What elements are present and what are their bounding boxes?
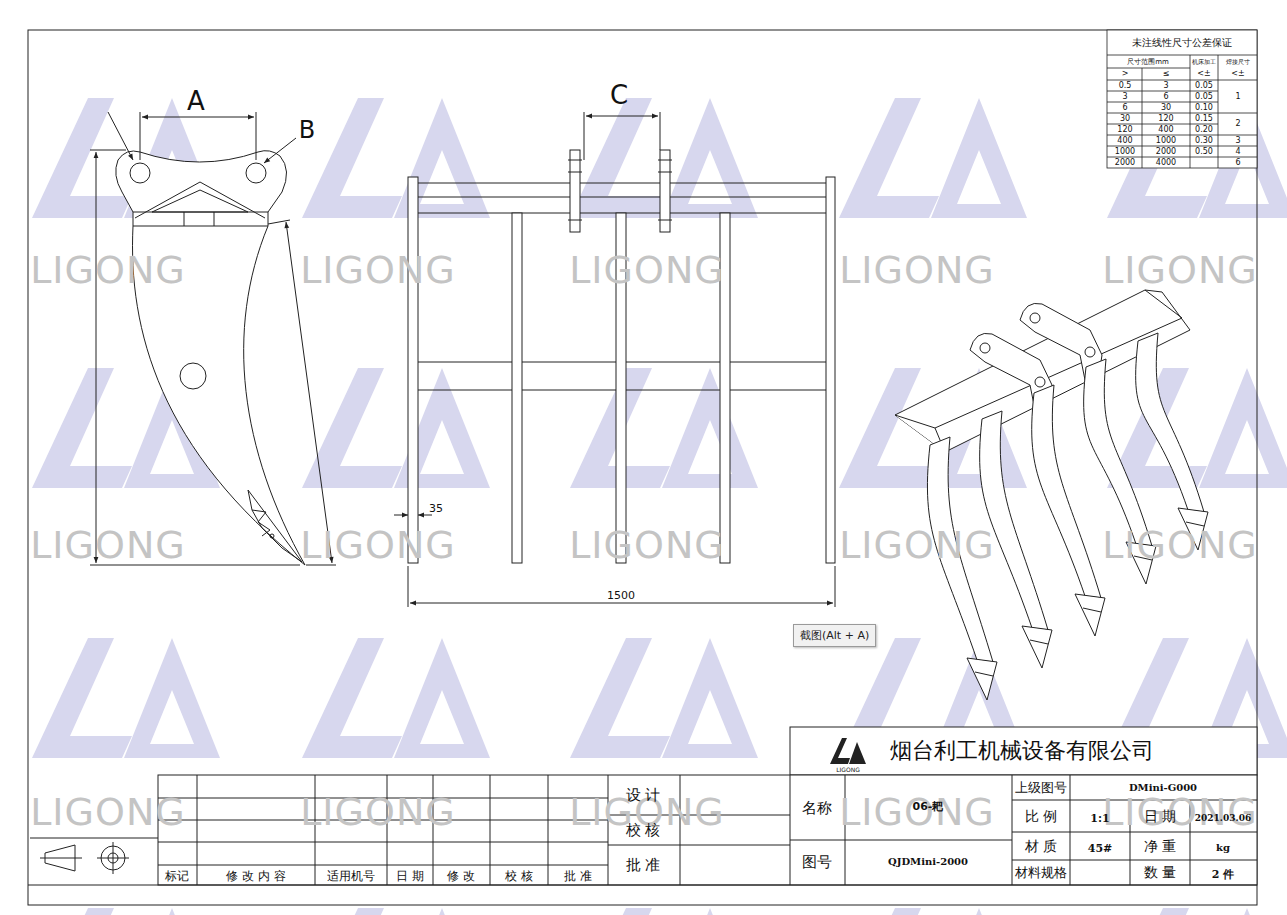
watermark: LIGONG [30,526,186,564]
dimension-letter: A [187,88,205,114]
revision-header: 标记 [165,870,189,882]
tooth [1022,626,1052,668]
dimension-letter: B [299,118,315,142]
table-header: <± [1231,70,1244,78]
watermark-logos [32,0,1287,915]
table-header: <± [1197,70,1210,78]
table-cell: 30 [1120,115,1130,123]
watermark: LIGONG [300,793,456,831]
table-cell: 3 [1122,93,1127,101]
title-block-label: 净 重 [1144,839,1176,853]
title-block-label: 日 期 [1144,809,1176,823]
watermark: LIGONG [30,251,186,289]
table-header: 焊接尺寸 [1226,58,1250,64]
watermark: LIGONG [569,251,725,289]
page-frame [28,30,1257,905]
revision-header: 批 准 [564,870,592,882]
front-view [394,112,835,607]
table-header: 尺寸范围mm [1127,58,1169,65]
table-cell: 400 [1117,137,1132,145]
table-cell: 4 [1235,148,1240,156]
title-block-value: 2 件 [1212,869,1234,880]
title-block-value: kg [1216,843,1230,853]
revision-header: 校 核 [505,870,533,882]
watermark: LIGONG [839,793,995,831]
watermark: LIGONG [839,251,995,289]
table-cell: 3 [1235,137,1240,145]
watermark: LIGONG [300,526,456,564]
title-block-label: 名称 [802,801,832,816]
title-block-label: 设 计 [626,788,661,803]
revision-header: 适用机号 [327,870,375,882]
dimension-value: 35 [429,503,443,514]
table-cell: 1000 [1115,148,1135,156]
table-cell: 6 [1235,159,1240,167]
table-cell: 0.10 [1195,104,1213,112]
revision-header: 修 改 [447,870,475,882]
table-cell: 0.15 [1195,115,1213,123]
title-block-value: DMini-G000 [1129,783,1197,793]
table-cell: 0.5 [1119,82,1132,90]
logo-text: LIGONG [836,767,860,773]
isometric-view [895,290,1208,700]
table-header: 机床加工 [1192,58,1216,64]
table-cell: 2 [1235,120,1240,128]
side-view [90,112,336,565]
table-cell: 3 [1163,82,1168,90]
dimension-letter: C [610,82,628,108]
title-block-value: 45# [1088,843,1113,854]
table-cell: 120 [1117,126,1132,134]
table-cell: 6 [1163,93,1168,101]
table-title: 未注线性尺寸公差保证 [1132,38,1232,48]
table-cell: 0.05 [1195,93,1213,101]
table-cell: 400 [1158,126,1173,134]
title-block-label: 图号 [802,855,832,870]
table-cell: 4000 [1156,159,1176,167]
table-header: > [1122,70,1129,78]
watermark: LIGONG [1102,251,1258,289]
title-block [28,727,1257,885]
table-header: ≤ [1163,70,1170,78]
tooltip-box: 截图(Alt + A) [793,624,876,647]
table-cell: 120 [1158,115,1173,123]
tolerance-table [1107,30,1257,168]
table-cell: 0.05 [1195,82,1213,90]
revision-header: 日 期 [396,870,424,882]
watermark: LIGONG [1102,793,1258,831]
title-block-label: 校 核 [626,823,661,838]
watermark: LIGONG [300,251,456,289]
table-cell: 0.20 [1195,126,1213,134]
title-block-value: 2021.03.06 [1195,814,1251,823]
title-block-label: 材 质 [1025,839,1057,853]
table-cell: 2000 [1115,159,1135,167]
dimension-value: 1500 [607,590,635,601]
watermark: LIGONG [839,526,995,564]
revision-header: 修 改 内 容 [226,870,285,882]
title-block-label: 数 量 [1144,865,1176,879]
title-block-label: 批 准 [626,858,661,873]
tooltip-text: 截图(Alt + A) [800,629,869,642]
table-cell: 30 [1161,104,1171,112]
watermark: LIGONG [1102,526,1258,564]
table-cell: 0.50 [1195,148,1213,156]
watermark: LIGONG [569,526,725,564]
drawing-number: QJDMini-2000 [888,857,968,867]
tooth [1075,594,1105,636]
title-block-label: 上级图号 [1015,781,1067,794]
title-block-value: 1:1 [1090,813,1109,824]
table-cell: 1 [1235,93,1240,101]
part-name: 06-耙 [913,801,944,812]
title-block-label: 比 例 [1025,809,1057,823]
table-cell: 0.30 [1195,137,1213,145]
company-name: 烟台利工机械设备有限公司 [890,740,1154,762]
table-cell: 6 [1122,104,1127,112]
tine [1136,333,1204,512]
table-cell: 1000 [1156,137,1176,145]
watermark: LIGONG [30,793,186,831]
table-cell: 2000 [1156,148,1176,156]
tooth [967,658,997,700]
title-block-label: 材料规格 [1015,866,1067,879]
